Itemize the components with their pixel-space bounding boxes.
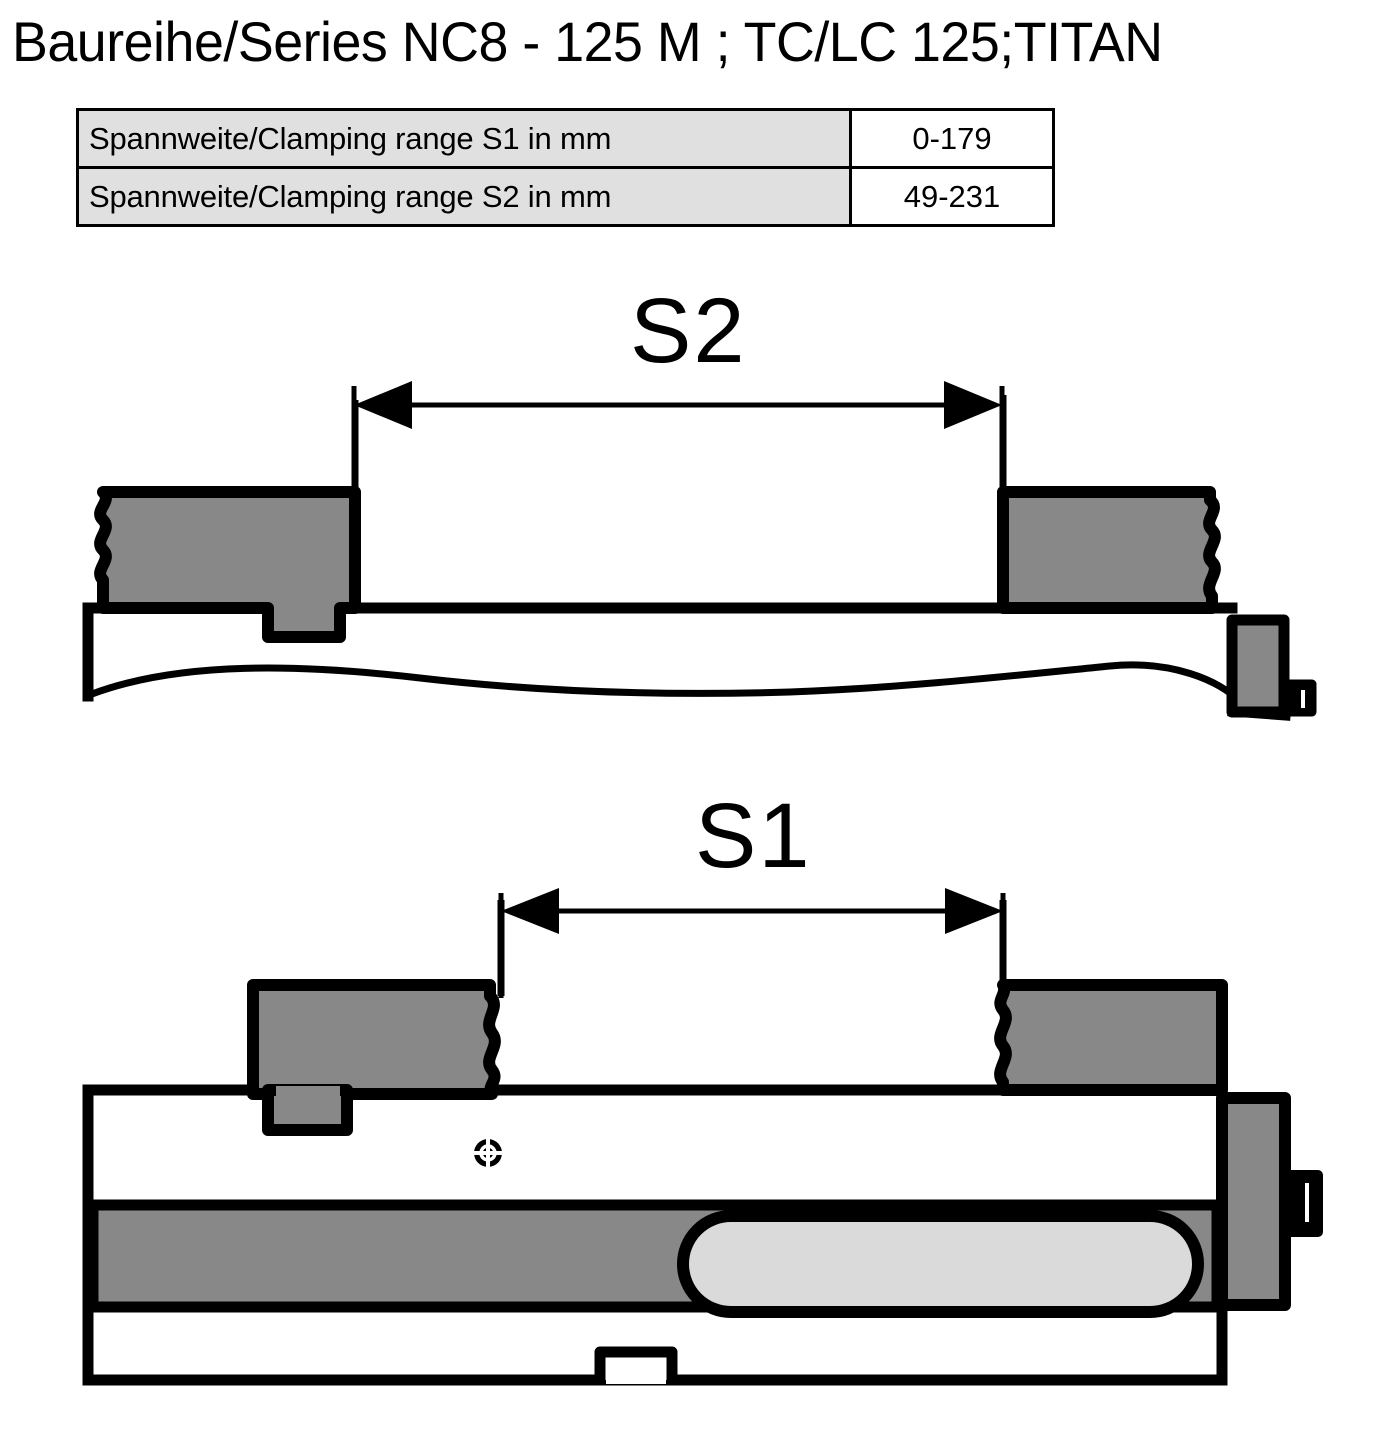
lower-bottom-notch xyxy=(594,1346,678,1380)
clamping-range-s1-label: Spannweite/Clamping range S1 in mm xyxy=(76,108,852,169)
lower-right-end-plate xyxy=(1216,1092,1291,1311)
upper-break-line xyxy=(88,661,1290,720)
clamping-range-s2-value: 49-231 xyxy=(849,166,1055,227)
clamping-range-s2-label: Spannweite/Clamping range S2 in mm xyxy=(76,166,852,227)
arrow-right-s2 xyxy=(944,381,1002,429)
upper-right-jaw xyxy=(997,486,1221,614)
arrow-left-s1 xyxy=(501,888,559,934)
upper-right-end-block xyxy=(1226,614,1290,718)
lower-spindle-slot xyxy=(677,1210,1204,1318)
upper-body-underside-right xyxy=(1227,707,1291,721)
page-title: Baureihe/Series NC8 - 125 M ; TC/LC 125;… xyxy=(12,10,1163,73)
lower-right-jaw xyxy=(994,979,1228,1096)
lower-slide-rail xyxy=(87,1199,1223,1313)
upper-left-jaw xyxy=(94,486,361,643)
lower-left-jaw-tab xyxy=(262,1084,353,1136)
dimension-label-s1: S1 xyxy=(695,785,812,887)
table-row: Spannweite/Clamping range S2 in mm 49-23… xyxy=(76,166,1055,227)
arrow-right-s1 xyxy=(945,888,1003,934)
upper-view xyxy=(82,381,1317,721)
lower-left-jaw-tab-blend xyxy=(276,1086,340,1096)
clamping-range-table: Spannweite/Clamping range S1 in mm 0-179… xyxy=(76,108,1055,227)
clamping-range-s1-value: 0-179 xyxy=(849,108,1055,169)
center-marker-icon xyxy=(474,1139,502,1167)
dimension-label-s2: S2 xyxy=(630,280,747,382)
lower-view xyxy=(82,888,1323,1386)
lower-left-jaw xyxy=(247,979,501,1100)
arrow-left-s2 xyxy=(354,381,412,429)
lower-body-outline xyxy=(82,1084,1228,1386)
lower-spindle-nub xyxy=(1280,1170,1323,1237)
lower-bottom-notch-fill xyxy=(606,1358,666,1384)
upper-spindle-nub xyxy=(1279,679,1317,717)
table-row: Spannweite/Clamping range S1 in mm 0-179 xyxy=(76,108,1055,169)
